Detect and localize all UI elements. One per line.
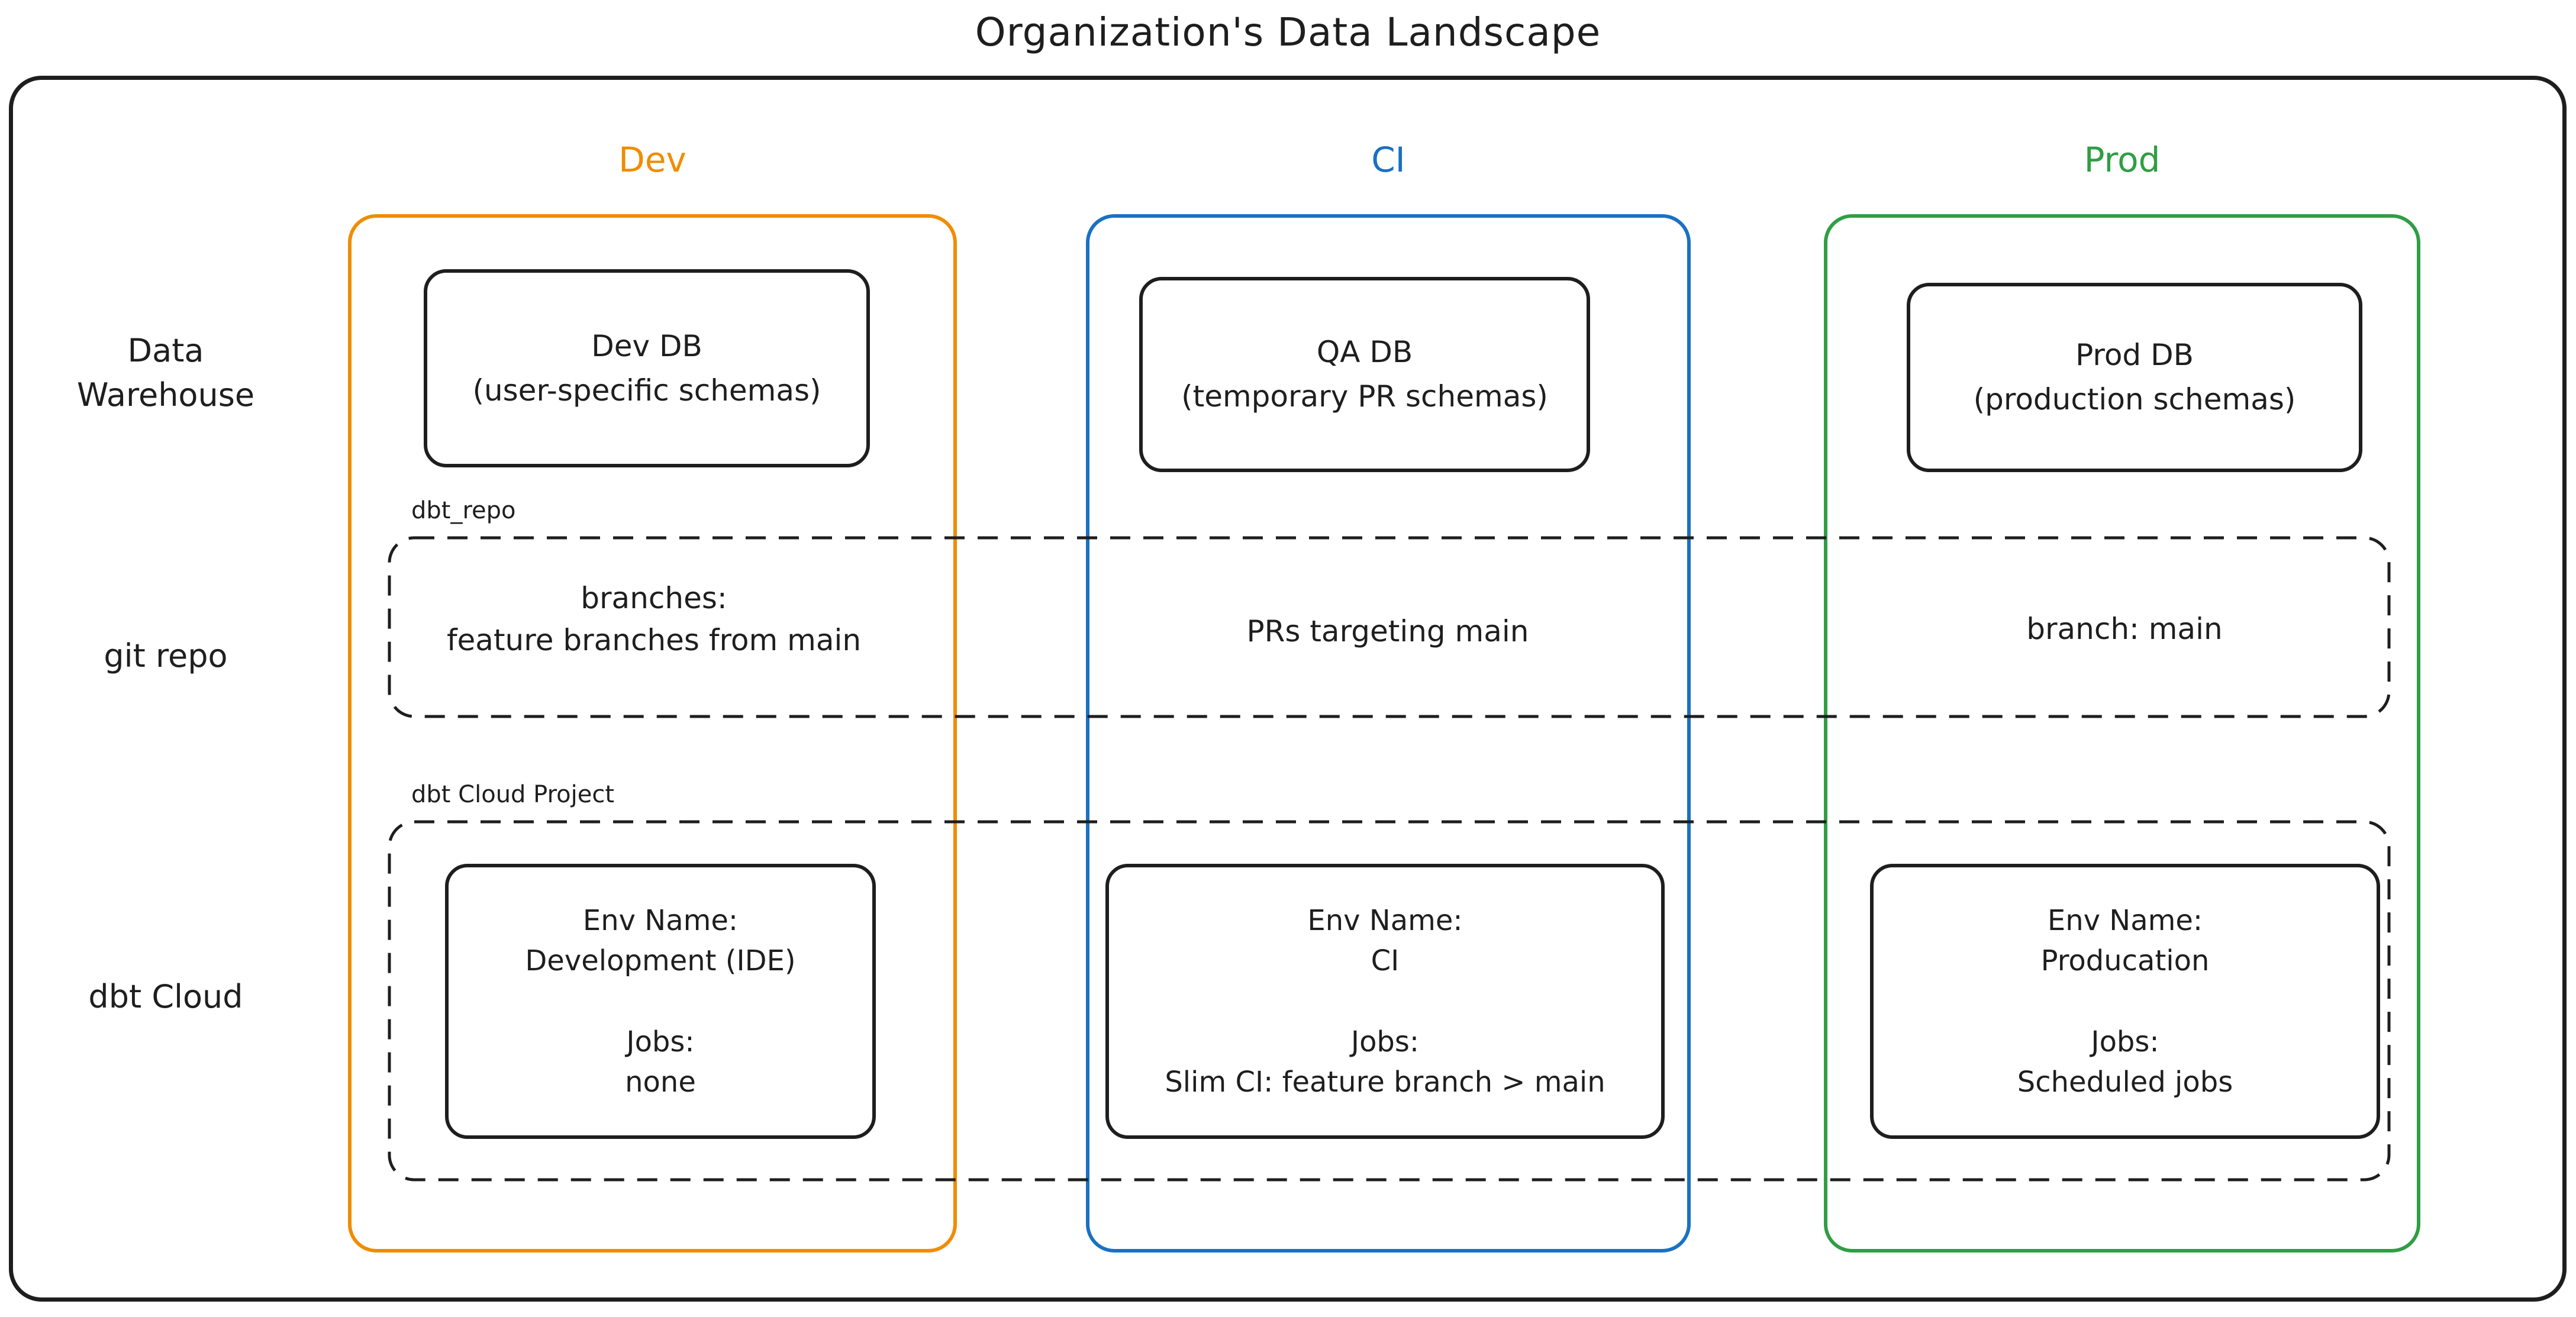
dbt-cloud-project-dashed-border [388,820,2391,1182]
git-prs-ci-text: PRs targeting main [1246,614,1529,648]
row-label-git-repo: git repo [104,637,228,674]
git-branch-main-text: branch: main [2026,612,2223,646]
qa-db-box: QA DB (temporary PR schemas) [1139,277,1590,472]
ci-column-box [1086,214,1691,1253]
prod-column-box [1824,214,2420,1253]
column-header-dev: Dev [618,140,686,180]
dev-db-box: Dev DB (user-specific schemas) [424,269,870,467]
landscape-container [9,76,2567,1302]
column-header-ci: CI [1371,140,1405,180]
dbt-cloud-project-dashed-box [388,820,2391,1182]
dev-column-box [348,214,957,1253]
row-label-dbt-cloud: dbt Cloud [88,978,243,1015]
dbt-env-development-box: Env Name: Development (IDE) Jobs: none [445,864,876,1139]
prod-db-box: Prod DB (production schemas) [1907,283,2362,472]
dbt-env-production-box: Env Name: Producation Jobs: Scheduled jo… [1870,864,2380,1139]
git-branches-dev-text: branches: feature branches from main [446,581,862,657]
diagram-title: Organization's Data Landscape [975,9,1601,55]
dbt-repo-dashed-box [388,536,2391,718]
column-header-prod: Prod [2084,140,2161,180]
dbt-repo-dashed-border [388,536,2391,718]
row-label-data-warehouse: Data Warehouse [76,332,255,414]
dbt-repo-label: dbt_repo [411,497,516,524]
dbt-cloud-project-label: dbt Cloud Project [411,781,615,808]
dbt-env-ci-box: Env Name: CI Jobs: Slim CI: feature bran… [1105,864,1665,1139]
